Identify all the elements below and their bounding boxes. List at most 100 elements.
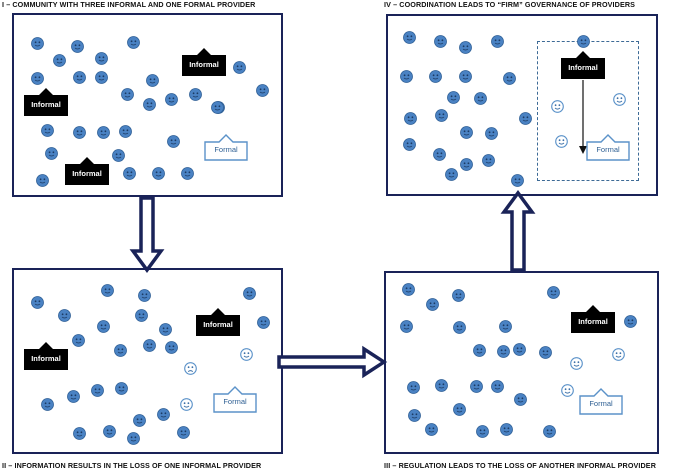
- smiley-face-icon: [96, 319, 110, 333]
- informal-provider-icon: Informal: [23, 341, 69, 371]
- smiley-face-icon: [458, 69, 472, 83]
- informal-label: Informal: [72, 169, 102, 178]
- informal-provider-icon: Informal: [23, 87, 69, 117]
- smiley-face-icon: [481, 153, 495, 167]
- outline-smiley-icon: [239, 347, 253, 361]
- smiley-face-icon: [510, 173, 524, 187]
- smiley-face-icon: [118, 124, 132, 138]
- panel-1-title: I – COMMUNITY WITH THREE INFORMAL AND ON…: [2, 0, 256, 9]
- smiley-face-icon: [403, 111, 417, 125]
- smiley-face-icon: [126, 35, 140, 49]
- outline-smiley-icon: [612, 92, 626, 106]
- smiley-face-icon: [407, 408, 421, 422]
- smiley-face-icon: [459, 157, 473, 171]
- smiley-face-icon: [434, 378, 448, 392]
- smiley-face-icon: [40, 397, 54, 411]
- smiley-face-icon: [242, 286, 256, 300]
- smiley-face-icon: [72, 426, 86, 440]
- smiley-face-icon: [458, 40, 472, 54]
- smiley-face-icon: [538, 345, 552, 359]
- smiley-face-icon: [576, 34, 590, 48]
- smiley-face-icon: [484, 126, 498, 140]
- sad-face-icon: [183, 361, 197, 375]
- panel-4-title: IV – COORDINATION LEADS TO “FIRM” GOVERN…: [384, 0, 636, 9]
- smiley-face-icon: [434, 108, 448, 122]
- smiley-face-icon: [96, 125, 110, 139]
- smiley-face-icon: [399, 69, 413, 83]
- smiley-face-icon: [134, 308, 148, 322]
- smiley-face-icon: [132, 413, 146, 427]
- arrow-right-2-to-3: [277, 345, 388, 379]
- smiley-face-icon: [114, 381, 128, 395]
- smiley-face-icon: [120, 87, 134, 101]
- outline-smiley-icon: [611, 347, 625, 361]
- smiley-face-icon: [451, 288, 465, 302]
- smiley-face-icon: [490, 34, 504, 48]
- smiley-face-icon: [472, 343, 486, 357]
- smiley-face-icon: [444, 167, 458, 181]
- smiley-face-icon: [57, 308, 71, 322]
- smiley-face-icon: [94, 51, 108, 65]
- smiley-face-icon: [432, 147, 446, 161]
- panel-4: [386, 14, 658, 196]
- formal-provider-icon: Formal: [203, 132, 249, 162]
- informal-label: Informal: [31, 354, 61, 363]
- smiley-face-icon: [546, 285, 560, 299]
- smiley-face-icon: [401, 282, 415, 296]
- smiley-face-icon: [126, 431, 140, 445]
- informal-label: Informal: [31, 100, 61, 109]
- smiley-face-icon: [100, 283, 114, 297]
- smiley-face-icon: [166, 134, 180, 148]
- smiley-face-icon: [30, 36, 44, 50]
- outline-smiley-icon: [569, 356, 583, 370]
- smiley-face-icon: [496, 344, 510, 358]
- formal-label: Formal: [214, 145, 238, 154]
- informal-label: Informal: [203, 320, 233, 329]
- formal-provider-icon: Formal: [585, 132, 631, 162]
- smiley-face-icon: [176, 425, 190, 439]
- smiley-face-icon: [44, 146, 58, 160]
- smiley-face-icon: [142, 97, 156, 111]
- smiley-face-icon: [151, 166, 165, 180]
- smiley-face-icon: [232, 60, 246, 74]
- smiley-face-icon: [452, 402, 466, 416]
- smiley-face-icon: [433, 34, 447, 48]
- smiley-face-icon: [542, 424, 556, 438]
- smiley-face-icon: [623, 314, 637, 328]
- smiley-face-icon: [399, 319, 413, 333]
- smiley-face-icon: [145, 73, 159, 87]
- informal-provider-icon: Informal: [195, 307, 241, 337]
- smiley-face-icon: [452, 320, 466, 334]
- panel-2-title: II – INFORMATION RESULTS IN THE LOSS OF …: [2, 461, 262, 470]
- smiley-face-icon: [425, 297, 439, 311]
- smiley-face-icon: [137, 288, 151, 302]
- smiley-face-icon: [469, 379, 483, 393]
- smiley-face-icon: [111, 148, 125, 162]
- informal-provider-icon: Informal: [570, 304, 616, 334]
- smiley-face-icon: [402, 137, 416, 151]
- smiley-face-icon: [180, 166, 194, 180]
- smiley-face-icon: [188, 87, 202, 101]
- smiley-face-icon: [164, 340, 178, 354]
- smiley-face-icon: [402, 30, 416, 44]
- arrow-up-3-to-4: [500, 190, 536, 272]
- smiley-face-icon: [499, 422, 513, 436]
- smiley-face-icon: [102, 424, 116, 438]
- smiley-face-icon: [518, 111, 532, 125]
- smiley-face-icon: [513, 392, 527, 406]
- formal-label: Formal: [596, 145, 620, 154]
- smiley-face-icon: [30, 295, 44, 309]
- smiley-face-icon: [35, 173, 49, 187]
- formal-provider-icon: Formal: [578, 386, 624, 416]
- outline-smiley-icon: [554, 134, 568, 148]
- informal-provider-icon: Informal: [560, 50, 606, 80]
- smiley-face-icon: [473, 91, 487, 105]
- smiley-face-icon: [40, 123, 54, 137]
- informal-label: Informal: [189, 60, 219, 69]
- smiley-face-icon: [30, 71, 44, 85]
- smiley-face-icon: [156, 407, 170, 421]
- smiley-face-icon: [66, 389, 80, 403]
- smiley-face-icon: [52, 53, 66, 67]
- formal-label: Formal: [589, 399, 613, 408]
